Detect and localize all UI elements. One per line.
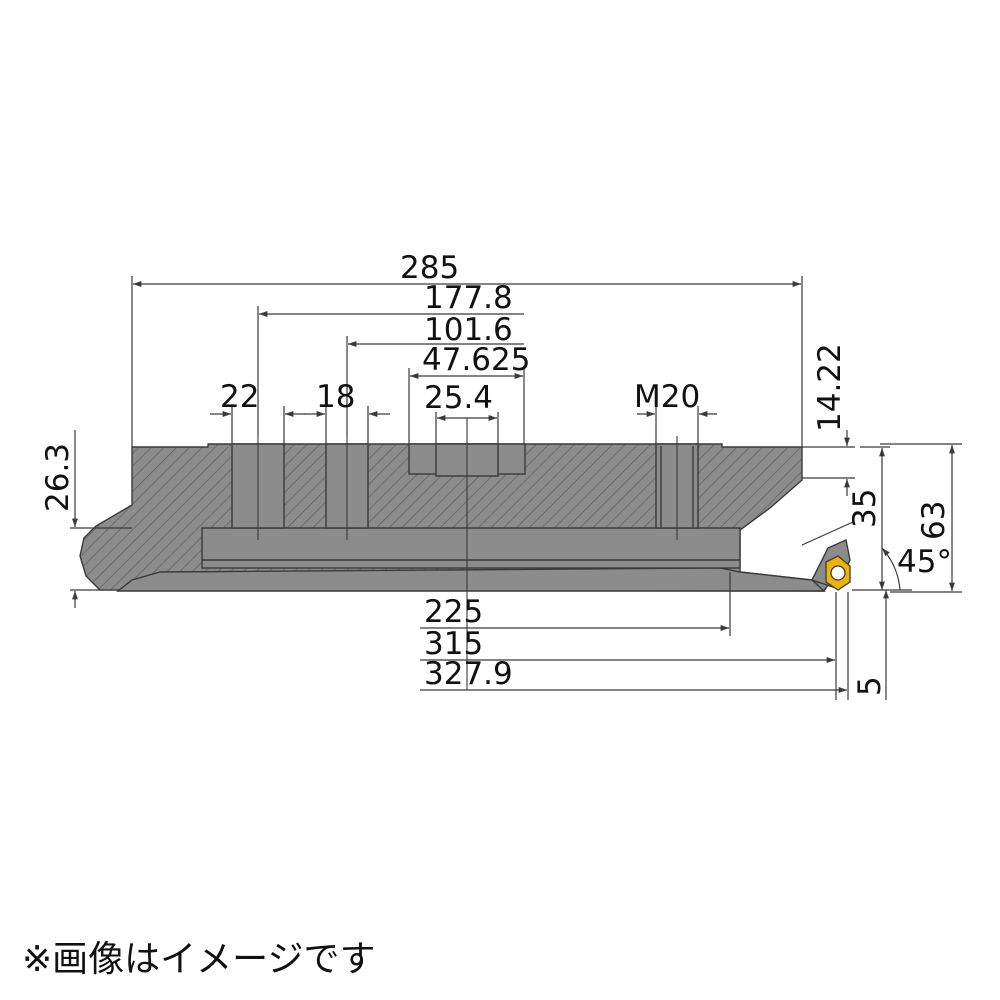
dim-18: 18 <box>316 379 355 415</box>
dim-327-9: 327.9 <box>424 656 513 692</box>
dim-315: 315 <box>424 626 483 662</box>
dim-63: 63 <box>916 501 952 540</box>
pilot-recess <box>201 527 741 569</box>
dimension-annotations: 285 177.8 101.6 47.625 25.4 22 18 <box>40 250 962 700</box>
dim-35: 35 <box>847 489 883 528</box>
dim-101-6: 101.6 <box>424 312 513 348</box>
dim-5: 5 <box>852 676 888 696</box>
insert <box>801 521 854 591</box>
insert-screw-icon <box>830 565 846 581</box>
dim-285: 285 <box>400 250 459 286</box>
image-disclaimer: ※画像はイメージです <box>22 939 376 980</box>
dim-14-22: 14.22 <box>812 343 848 432</box>
dim-26-3: 26.3 <box>40 443 76 512</box>
bottom-relief <box>115 567 826 592</box>
dim-177-8: 177.8 <box>424 280 513 316</box>
cutter-body <box>79 443 851 592</box>
dim-45-deg: 45° <box>897 544 952 580</box>
dim-225: 225 <box>424 594 483 630</box>
dim-m20: M20 <box>634 379 700 415</box>
dim-47-625: 47.625 <box>422 342 530 378</box>
center-lines <box>257 418 678 690</box>
dim-25-4: 25.4 <box>424 380 493 416</box>
dim-22: 22 <box>220 379 259 415</box>
